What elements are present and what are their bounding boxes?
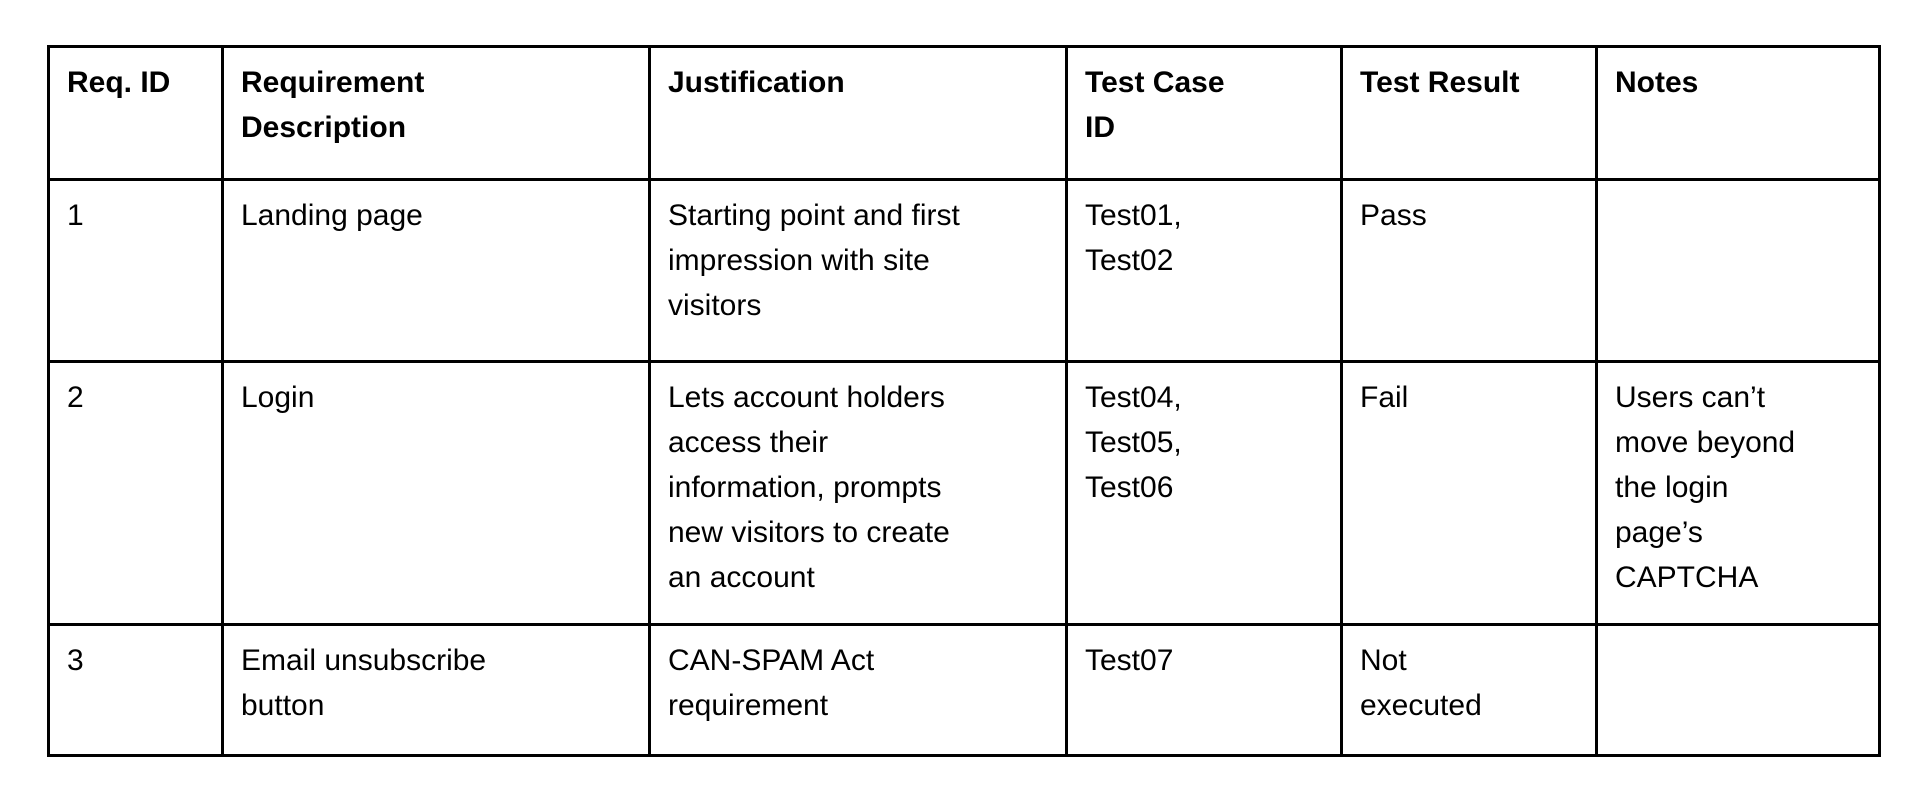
cell-test-result: Not executed: [1340, 623, 1598, 757]
cell-req-id: 3: [47, 623, 224, 757]
cell-justification: CAN-SPAM Act requirement: [648, 623, 1068, 757]
header-test-case-id: Test Case ID: [1065, 45, 1343, 181]
requirements-traceability-table: Req. ID Requirement Description Justific…: [47, 45, 1881, 757]
cell-notes: [1595, 623, 1881, 757]
cell-test-case-id: Test04, Test05, Test06: [1065, 360, 1343, 626]
header-req-id: Req. ID: [47, 45, 224, 181]
cell-justification: Lets account holders access their inform…: [648, 360, 1068, 626]
cell-requirement-description: Login: [221, 360, 651, 626]
table-row: 1 Landing page Starting point and first …: [47, 178, 1881, 363]
cell-notes: [1595, 178, 1881, 363]
cell-requirement-description: Landing page: [221, 178, 651, 363]
table-row: 2 Login Lets account holders access thei…: [47, 360, 1881, 626]
cell-justification: Starting point and first impression with…: [648, 178, 1068, 363]
cell-test-case-id: Test01, Test02: [1065, 178, 1343, 363]
header-test-result: Test Result: [1340, 45, 1598, 181]
cell-req-id: 1: [47, 178, 224, 363]
cell-test-case-id: Test07: [1065, 623, 1343, 757]
cell-req-id: 2: [47, 360, 224, 626]
cell-test-result: Fail: [1340, 360, 1598, 626]
header-justification: Justification: [648, 45, 1068, 181]
cell-notes: Users can’t move beyond the login page’s…: [1595, 360, 1881, 626]
header-requirement-description: Requirement Description: [221, 45, 651, 181]
table-row: 3 Email unsubscribe button CAN-SPAM Act …: [47, 623, 1881, 757]
cell-test-result: Pass: [1340, 178, 1598, 363]
header-row: Req. ID Requirement Description Justific…: [47, 45, 1881, 181]
cell-requirement-description: Email unsubscribe button: [221, 623, 651, 757]
header-notes: Notes: [1595, 45, 1881, 181]
